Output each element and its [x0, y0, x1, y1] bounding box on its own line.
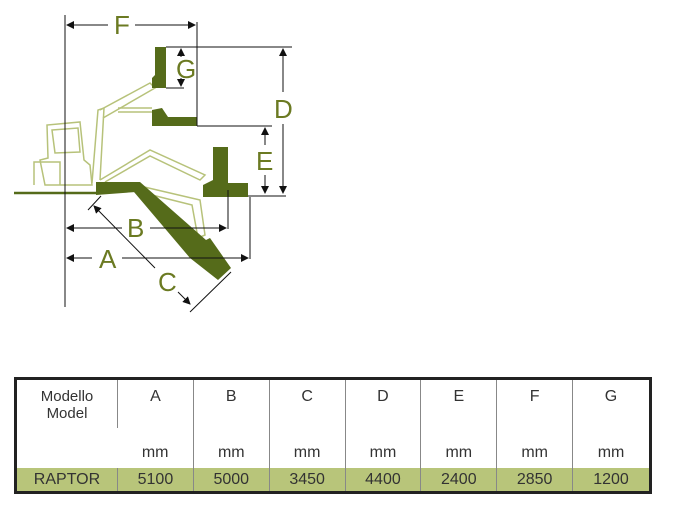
unit-f: mm	[496, 428, 573, 468]
value-b: 5000	[192, 468, 270, 493]
dimension-label-c: C	[158, 267, 177, 297]
tractor-outline	[33, 82, 207, 240]
dimension-label-g: G	[176, 54, 196, 84]
column-header-e: E	[420, 378, 497, 428]
unit-g: mm	[572, 428, 651, 468]
dimension-label-f: F	[114, 10, 130, 40]
table-row: RAPTOR 5100 5000 3450 4400 2400 2850 120…	[15, 468, 651, 493]
loader-dimension-diagram: F G D E B A C	[14, 10, 293, 313]
loader-parts	[96, 47, 248, 280]
model-header-it: Modello	[40, 388, 94, 405]
units-row: mm mm mm mm mm mm mm	[16, 428, 651, 468]
model-header: Modello Model	[16, 379, 118, 469]
unit-e: mm	[420, 428, 497, 468]
column-header-g: G	[572, 378, 651, 428]
model-header-en: Model	[46, 405, 88, 422]
unit-d: mm	[344, 428, 421, 468]
value-e: 2400	[420, 468, 497, 493]
table-header-row: Modello Model A B C D E F G	[16, 378, 651, 428]
unit-a: mm	[141, 444, 169, 461]
model-name: RAPTOR	[15, 468, 118, 493]
dimension-label-b: B	[127, 213, 144, 243]
value-c: 3450	[268, 468, 346, 493]
dimension-label-d: D	[274, 94, 293, 124]
specifications-table: Modello Model A B C D E F G mm mm mm mm …	[14, 377, 652, 494]
unit-c: mm	[268, 428, 346, 468]
column-header-b: B	[192, 378, 270, 428]
column-header-f: F	[496, 378, 573, 428]
dimension-label-e: E	[256, 146, 273, 176]
column-header-c: C	[268, 378, 346, 428]
unit-b: mm	[192, 428, 270, 468]
column-header-d: D	[344, 378, 421, 428]
value-g: 1200	[572, 468, 651, 493]
dimension-label-a: A	[99, 244, 117, 274]
value-a: 5100	[117, 468, 194, 493]
dimension-lines	[64, 15, 292, 313]
value-d: 4400	[344, 468, 421, 493]
value-f: 2850	[496, 468, 573, 493]
column-header-a: A	[117, 378, 194, 428]
